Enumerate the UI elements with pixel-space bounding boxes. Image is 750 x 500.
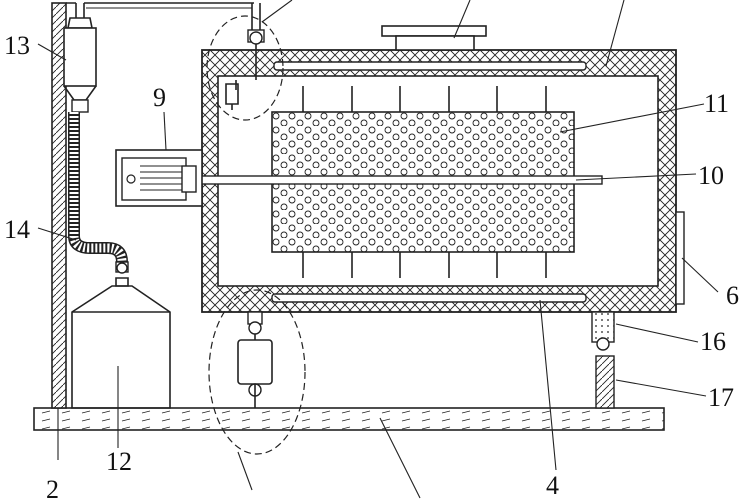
- label-12: 12: [106, 447, 132, 476]
- label-11: 11: [704, 89, 729, 118]
- top-lid: [381, 25, 487, 51]
- collection-tank: [71, 261, 171, 409]
- label-16: 16: [700, 327, 726, 356]
- spray-nozzle: [206, 15, 284, 121]
- lower-heating-tube: [271, 293, 587, 303]
- damper-mount: [208, 289, 306, 455]
- right-leg: [591, 311, 615, 409]
- label-10: 10: [698, 161, 724, 190]
- drive-shaft: [193, 175, 603, 185]
- label-2: 2: [46, 475, 59, 500]
- lower-stir-rods: [302, 252, 547, 278]
- cyclone-separator: [63, 17, 97, 113]
- base-plate: [33, 407, 665, 431]
- label-17: 17: [708, 383, 734, 412]
- label-6: 6: [726, 281, 739, 310]
- support-post: [51, 2, 67, 409]
- side-door: [675, 211, 685, 305]
- top-pipe: [66, 2, 261, 34]
- flex-hose: [68, 112, 128, 263]
- label-14: 14: [4, 215, 30, 244]
- upper-stir-rods: [302, 86, 547, 112]
- label-9: 9: [153, 83, 166, 112]
- label-4: 4: [546, 471, 559, 500]
- label-13: 13: [4, 31, 30, 60]
- upper-heating-tube: [273, 61, 587, 71]
- motor: [115, 149, 203, 207]
- leader-lines: [37, 0, 719, 499]
